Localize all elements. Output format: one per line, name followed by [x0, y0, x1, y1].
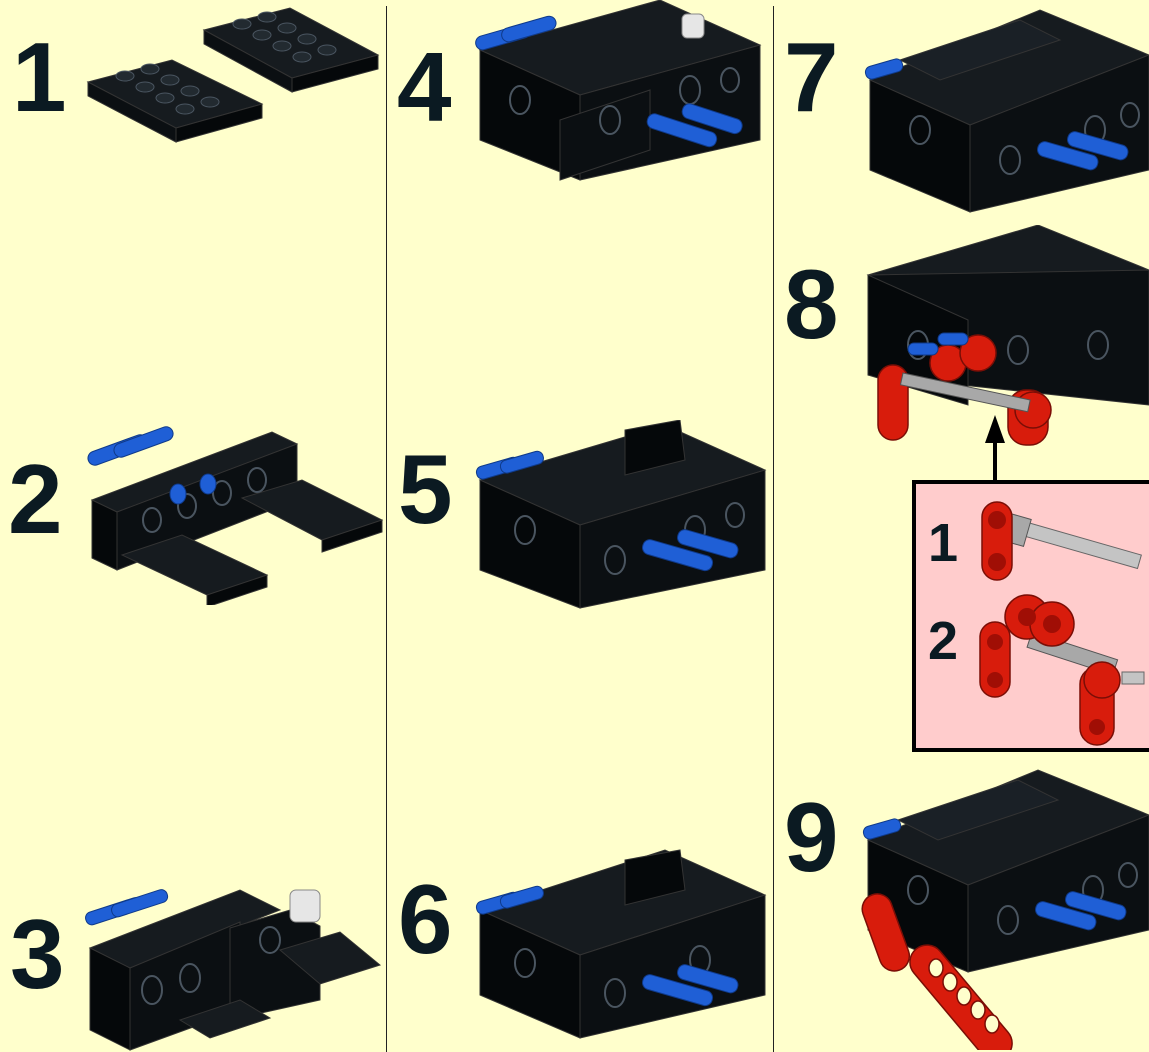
step-number-5: 5 — [398, 440, 453, 538]
step-number-8: 8 — [784, 255, 839, 353]
substep-number-1: 1 — [928, 516, 958, 570]
substep-number-2: 2 — [928, 614, 958, 668]
substep-2-model — [972, 592, 1149, 752]
step-number-3: 3 — [10, 905, 65, 1003]
column-divider-1 — [386, 6, 387, 1052]
step-number-9: 9 — [784, 788, 839, 886]
step-4-model — [460, 0, 772, 185]
up-arrow-icon — [982, 415, 1008, 485]
step-number-7: 7 — [784, 28, 839, 126]
step-1-model — [80, 0, 385, 150]
step-number-4: 4 — [397, 38, 452, 136]
step-2-model — [82, 420, 386, 605]
substep-1-model — [974, 492, 1149, 587]
step-6-model — [465, 845, 772, 1040]
step-7-model — [860, 0, 1149, 215]
step-9-model — [858, 760, 1149, 1050]
step-number-1: 1 — [12, 28, 67, 126]
column-divider-2 — [773, 6, 774, 1052]
sub-assembly-callout: 1 2 — [912, 480, 1149, 752]
step-3-model — [80, 870, 385, 1052]
step-number-6: 6 — [398, 870, 453, 968]
step-number-2: 2 — [8, 450, 63, 548]
step-5-model — [465, 420, 772, 610]
